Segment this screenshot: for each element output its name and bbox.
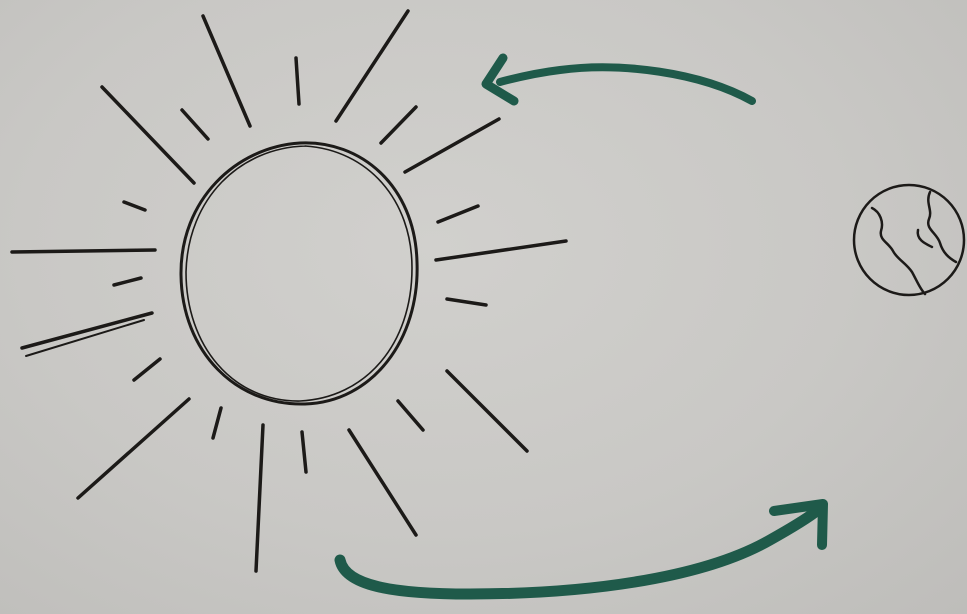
sun-ray <box>398 401 423 430</box>
earth-continent <box>872 208 925 294</box>
sun-ray <box>182 110 208 139</box>
sun-icon <box>12 11 566 571</box>
sun-ray <box>203 16 250 126</box>
sun-ray <box>78 399 189 498</box>
sun-ray <box>436 241 566 260</box>
sun-ray <box>12 250 155 252</box>
earth-outline <box>854 185 964 295</box>
sun-body-outline <box>186 146 412 401</box>
earth-continent <box>918 230 932 247</box>
sun-ray <box>349 430 416 535</box>
sun-ray <box>102 87 194 183</box>
sun-ray <box>134 359 160 380</box>
globe-icon <box>854 185 964 295</box>
sun-ray <box>405 119 499 172</box>
arrow-bottom-shaft <box>340 510 818 594</box>
sun-ray <box>336 11 408 121</box>
earth-continent <box>928 192 956 262</box>
sun-ray <box>302 432 306 472</box>
sun-ray <box>447 371 527 451</box>
sun-rays <box>12 11 566 571</box>
curved-arrow-left-icon <box>486 58 752 101</box>
curved-arrow-up-right-icon <box>340 504 823 594</box>
sun-ray <box>381 107 416 143</box>
sun-ray <box>124 202 145 210</box>
sun-ray <box>26 320 144 356</box>
sun-ray <box>213 408 221 438</box>
sun-ray <box>256 425 263 571</box>
sun-ray <box>22 313 152 348</box>
arrow-top-shaft <box>500 67 752 101</box>
sun-ray <box>114 278 141 285</box>
sun-ray <box>447 299 486 305</box>
sun-ray <box>438 206 478 222</box>
sun-ray <box>296 58 299 104</box>
